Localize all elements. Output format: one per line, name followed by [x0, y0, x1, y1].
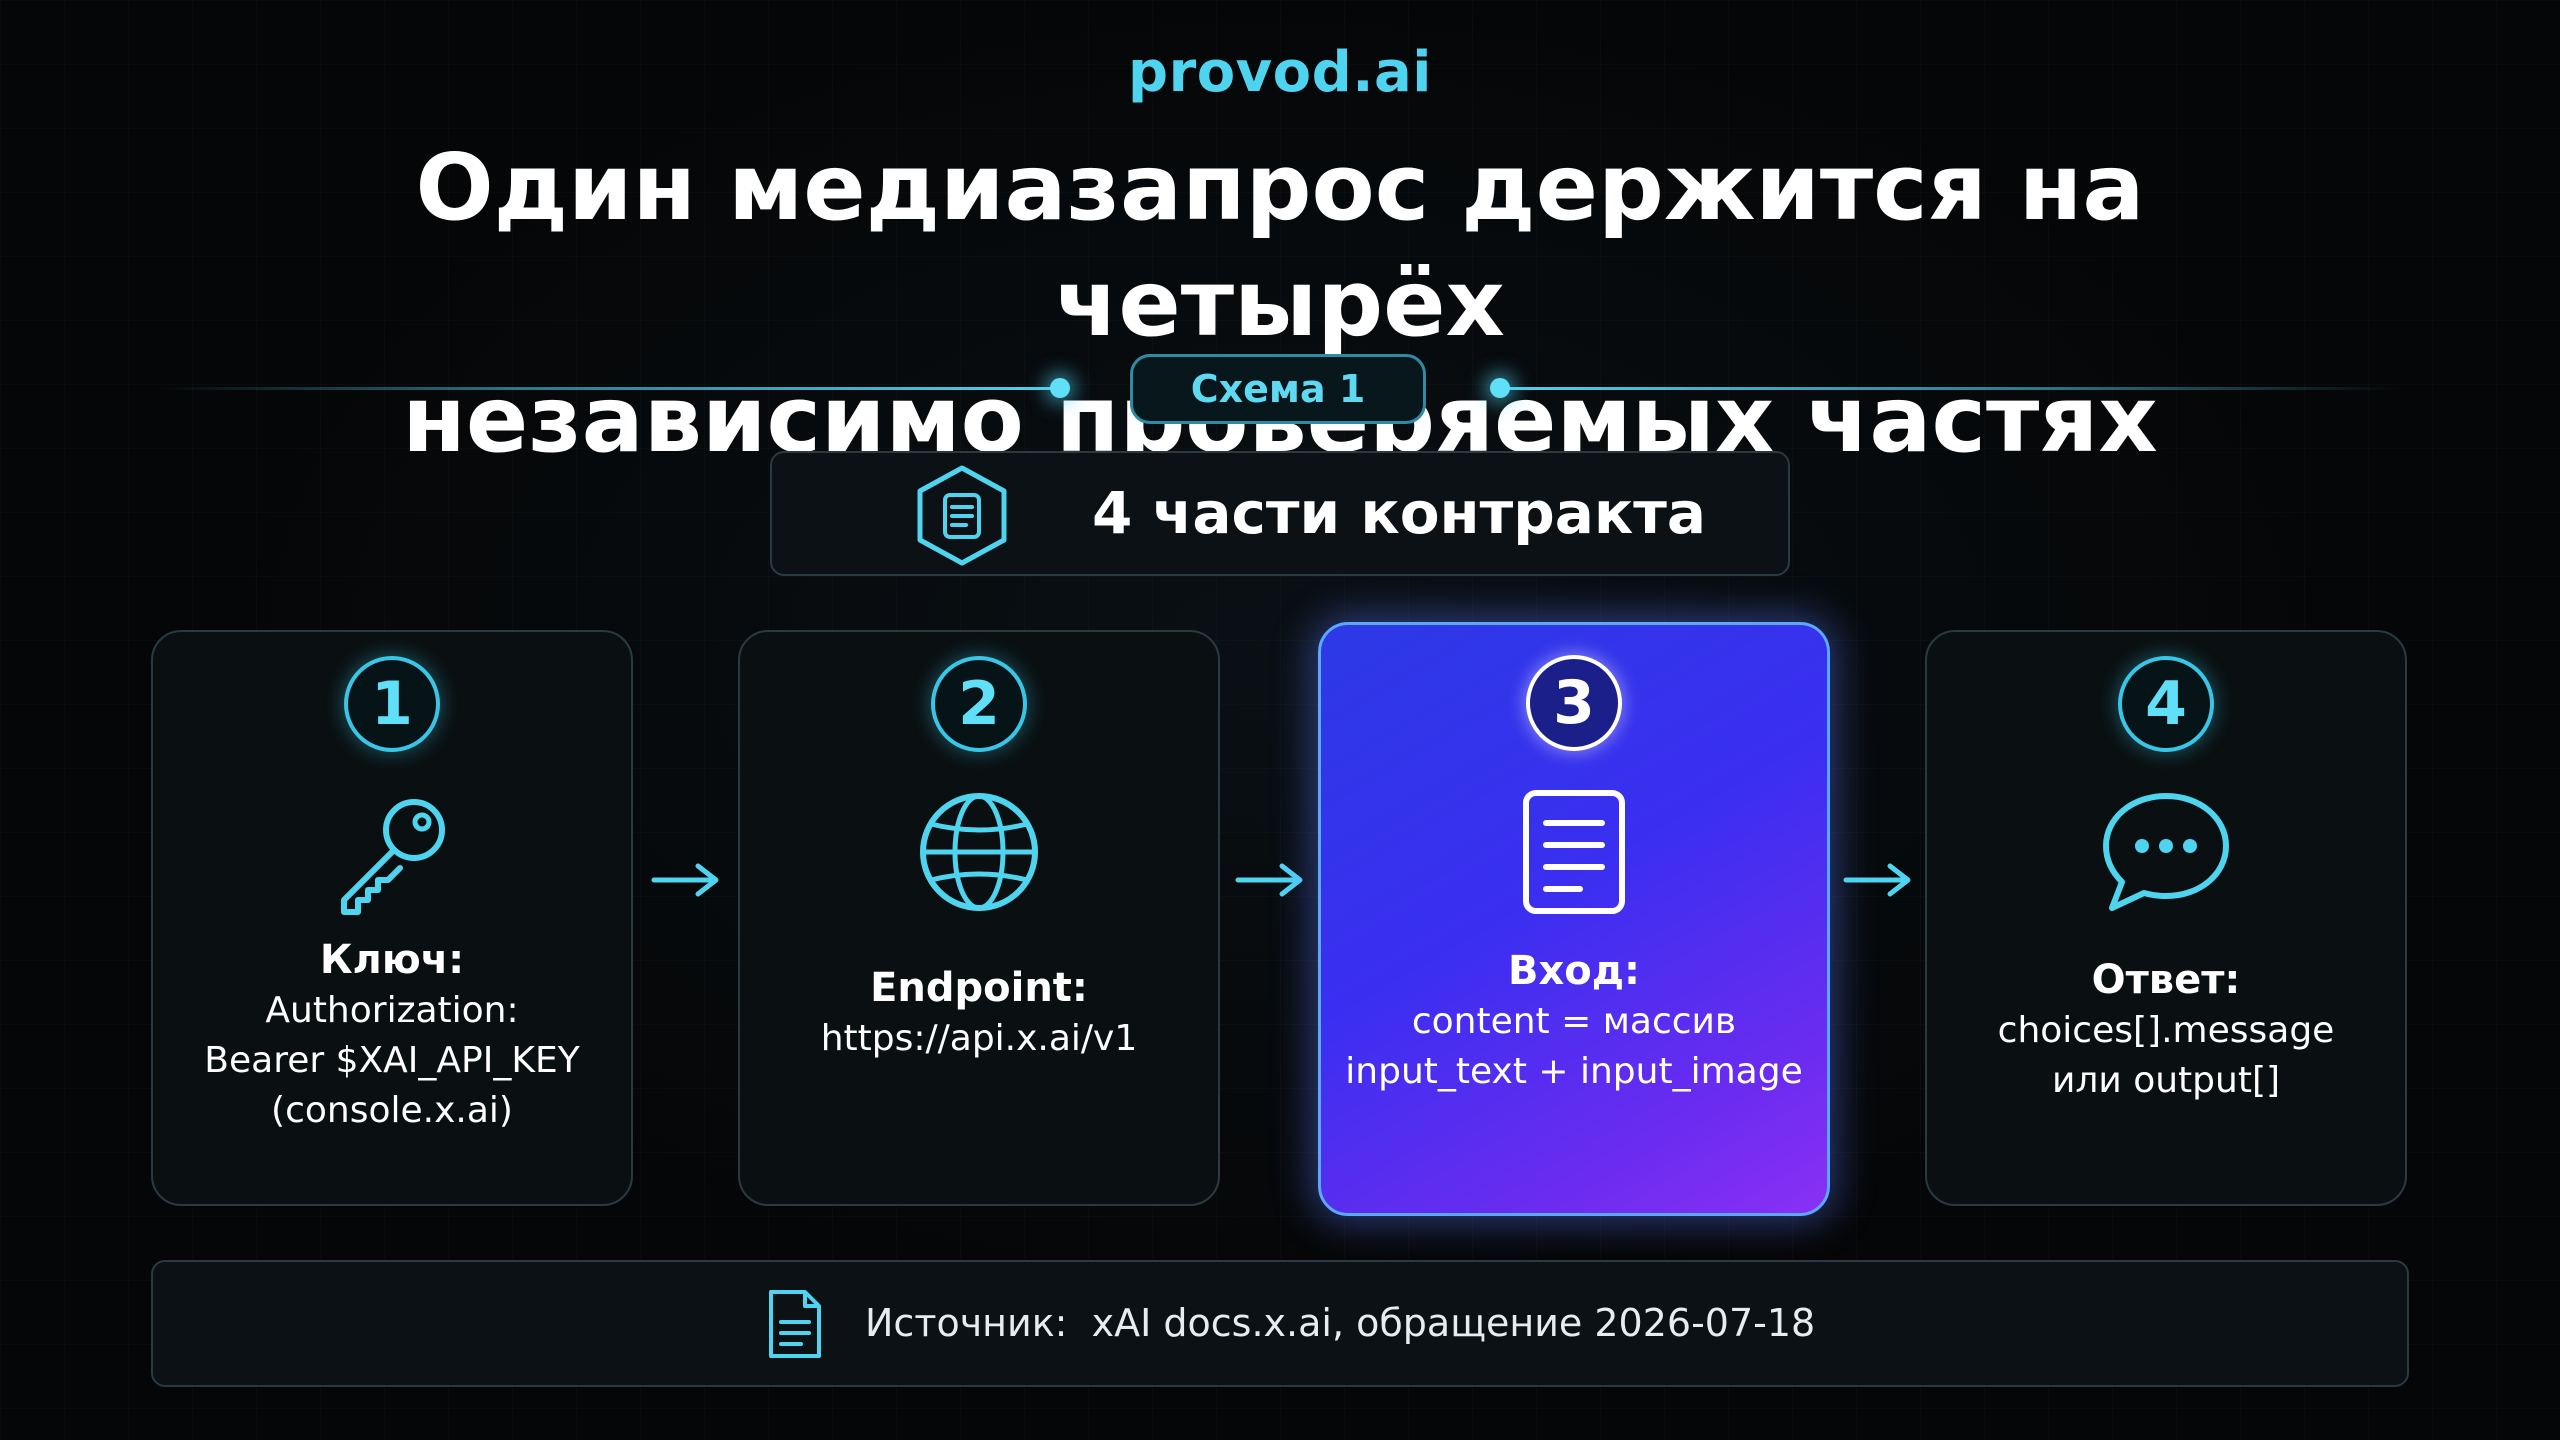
page-title: Один медиазапрос держится на четырёх нез… — [200, 130, 2360, 478]
divider-dot-left — [1050, 378, 1070, 398]
part-card-key: 1 Ключ: Authorization: Bearer $XAI_API_K… — [151, 630, 633, 1206]
part-heading: Ключ: — [319, 937, 465, 983]
part-detail-line: content = массив — [1411, 1001, 1737, 1042]
contract-header: 4 части контракта — [770, 451, 1790, 576]
step-number-badge: 3 — [1526, 655, 1622, 751]
part-detail-line: choices[].message — [1997, 1010, 2335, 1051]
part-card-input: 3 Вход: content = массив input_text + in… — [1318, 622, 1830, 1216]
source-label: Источник: — [865, 1301, 1068, 1345]
arrow-right-icon — [1235, 863, 1303, 897]
divider-line-left — [160, 387, 1060, 390]
document-hexagon-icon — [917, 465, 1007, 566]
part-detail-line: Bearer $XAI_API_KEY — [204, 1040, 580, 1081]
divider-dot-right — [1490, 378, 1510, 398]
part-detail-line: или output[] — [2051, 1060, 2281, 1101]
source-footer: Источник: xAI docs.x.ai, обращение 2026-… — [151, 1260, 2409, 1387]
part-detail-line: (console.x.ai) — [271, 1090, 513, 1131]
part-heading: Вход: — [1507, 948, 1641, 994]
globe-icon — [920, 793, 1038, 911]
source-citation: Источник: xAI docs.x.ai, обращение 2026-… — [865, 1262, 1815, 1385]
part-card-text: Endpoint: https://api.x.ai/v1 — [740, 962, 1218, 1064]
source-reference: xAI docs.x.ai, обращение 2026-07-18 — [1091, 1301, 1816, 1345]
part-card-text: Вход: content = массив input_text + inpu… — [1321, 945, 1827, 1097]
brand-name: provod.ai — [1128, 40, 1432, 105]
part-detail-line: input_text + input_image — [1345, 1051, 1803, 1092]
document-icon — [1523, 790, 1625, 914]
step-number-badge: 2 — [931, 656, 1027, 752]
contract-title: 4 части контракта — [1092, 479, 1707, 547]
part-detail-line: https://api.x.ai/v1 — [820, 1018, 1138, 1059]
step-number-badge: 4 — [2118, 656, 2214, 752]
part-card-text: Ключ: Authorization: Bearer $XAI_API_KEY… — [153, 934, 631, 1136]
part-heading: Ответ: — [2091, 957, 2241, 1003]
part-card-text: Ответ: choices[].message или output[] — [1927, 954, 2405, 1106]
divider-line-right — [1500, 387, 2400, 390]
chat-bubble-icon — [2103, 793, 2229, 911]
step-number-badge: 1 — [344, 656, 440, 752]
key-icon — [341, 799, 445, 915]
arrow-right-icon — [651, 863, 719, 897]
title-line-1: Один медиазапрос держится на четырёх — [415, 134, 2145, 357]
part-card-endpoint: 2 Endpoint: https://api.x.ai/v1 — [738, 630, 1220, 1206]
part-detail-line: Authorization: — [265, 990, 519, 1031]
part-heading: Endpoint: — [870, 965, 1088, 1011]
document-icon — [769, 1290, 821, 1358]
part-card-response: 4 Ответ: choices[].message или output[] — [1925, 630, 2407, 1206]
schema-label: Схема 1 — [1130, 354, 1426, 424]
arrow-right-icon — [1843, 863, 1911, 897]
